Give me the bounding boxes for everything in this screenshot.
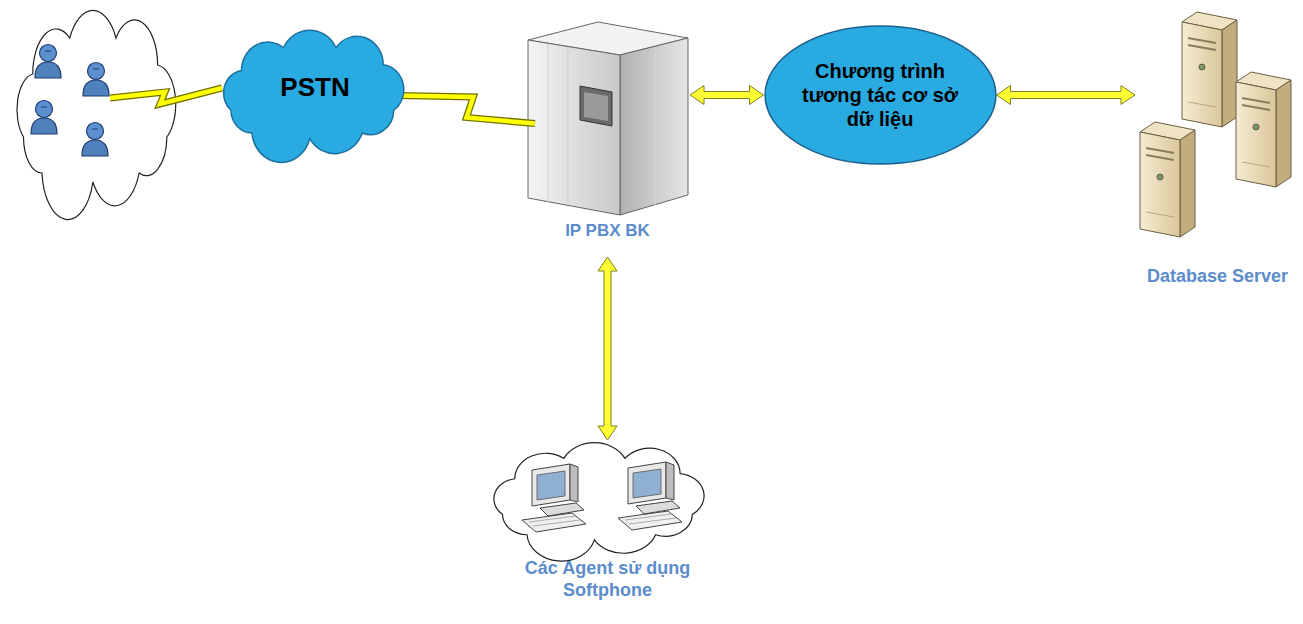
- lightning-link: [398, 96, 535, 124]
- node-label: Các Agent sử dụng Softphone: [508, 558, 708, 601]
- double-arrow: [997, 86, 1136, 105]
- double-arrow: [690, 86, 764, 105]
- pbx-server: IP PBX BK: [525, 15, 690, 257]
- program-ellipse: Chương trình tương tác cơ sở dữ liệu: [764, 25, 997, 165]
- node-label: Chương trình tương tác cơ sở dữ liệu: [794, 59, 966, 131]
- node-label: IP PBX BK: [565, 221, 650, 241]
- database-server: Database Server: [1135, 10, 1300, 295]
- network-cloud: PSTN: [210, 25, 420, 150]
- node-label: PSTN: [280, 72, 349, 103]
- agent-group: Các Agent sử dụng Softphone: [470, 440, 745, 616]
- double-arrow: [598, 257, 617, 440]
- node-label: Database Server: [1147, 266, 1288, 288]
